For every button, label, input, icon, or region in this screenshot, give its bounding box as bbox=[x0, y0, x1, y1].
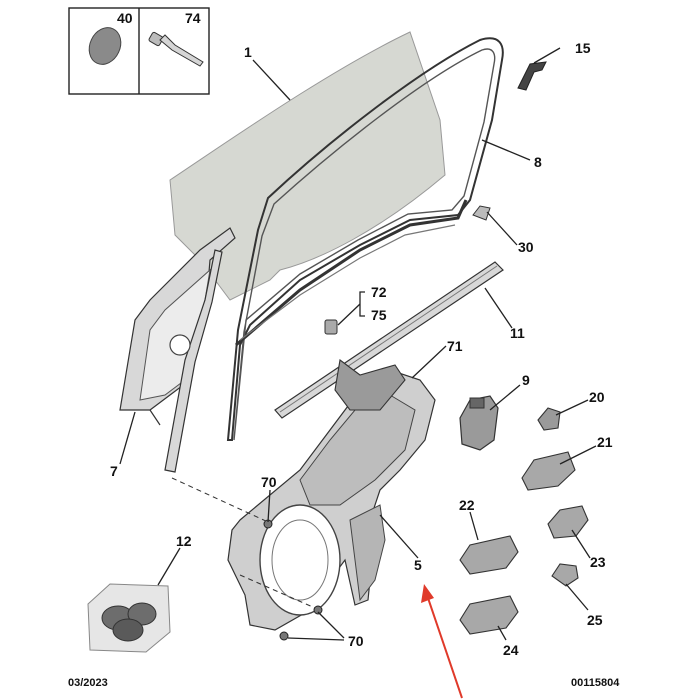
window-regulator-5 bbox=[227, 359, 436, 631]
callout-70-top: 70 bbox=[261, 474, 277, 490]
callout-72: 72 bbox=[371, 284, 387, 300]
outer-waist-strip-11 bbox=[274, 261, 504, 419]
inset-box: 40 74 bbox=[68, 7, 210, 95]
inset-label-40: 40 bbox=[117, 10, 133, 26]
part-25 bbox=[551, 563, 579, 587]
footer-date: 03/2023 bbox=[68, 677, 108, 689]
callout-22: 22 bbox=[459, 497, 475, 513]
door-glass-1 bbox=[169, 31, 446, 301]
callout-labels: 1 15 8 30 72 75 11 71 9 20 21 7 70 12 22… bbox=[110, 40, 613, 658]
callout-20: 20 bbox=[589, 389, 605, 405]
callout-25: 25 bbox=[587, 612, 603, 628]
clip-72-75 bbox=[324, 319, 338, 335]
callout-70-bottom: 70 bbox=[348, 633, 364, 649]
part-15 bbox=[517, 61, 547, 91]
inset-label-74: 74 bbox=[185, 10, 201, 26]
connector-21 bbox=[521, 451, 576, 491]
screw-70-c bbox=[279, 631, 289, 641]
window-run-channel-8 bbox=[226, 37, 504, 441]
callout-5: 5 bbox=[414, 557, 422, 573]
callout-23: 23 bbox=[590, 554, 606, 570]
motor-9 bbox=[459, 395, 499, 451]
connector-24 bbox=[459, 595, 519, 635]
callout-1: 1 bbox=[244, 44, 252, 60]
callout-71: 71 bbox=[447, 338, 463, 354]
front-channel-7 bbox=[119, 227, 236, 473]
callout-21: 21 bbox=[597, 434, 613, 450]
callout-75: 75 bbox=[371, 307, 387, 323]
footer-reference: 00115804 bbox=[571, 677, 620, 689]
screw-70-b bbox=[313, 605, 323, 615]
callout-7: 7 bbox=[110, 463, 118, 479]
callout-9: 9 bbox=[522, 372, 530, 388]
part-12-kit bbox=[87, 583, 171, 653]
callout-24: 24 bbox=[503, 642, 519, 658]
callout-30: 30 bbox=[518, 239, 534, 255]
leader-lines bbox=[119, 47, 597, 641]
rivet-74-icon bbox=[148, 31, 204, 67]
highlight-arrow-icon bbox=[421, 584, 463, 699]
callout-12: 12 bbox=[176, 533, 192, 549]
plug-40-icon bbox=[88, 27, 122, 65]
part-20 bbox=[537, 407, 561, 431]
callout-15: 15 bbox=[575, 40, 591, 56]
connector-23 bbox=[547, 505, 589, 539]
callout-11: 11 bbox=[510, 325, 525, 341]
callout-8: 8 bbox=[534, 154, 542, 170]
part-30 bbox=[472, 205, 491, 221]
connector-22 bbox=[459, 535, 519, 575]
